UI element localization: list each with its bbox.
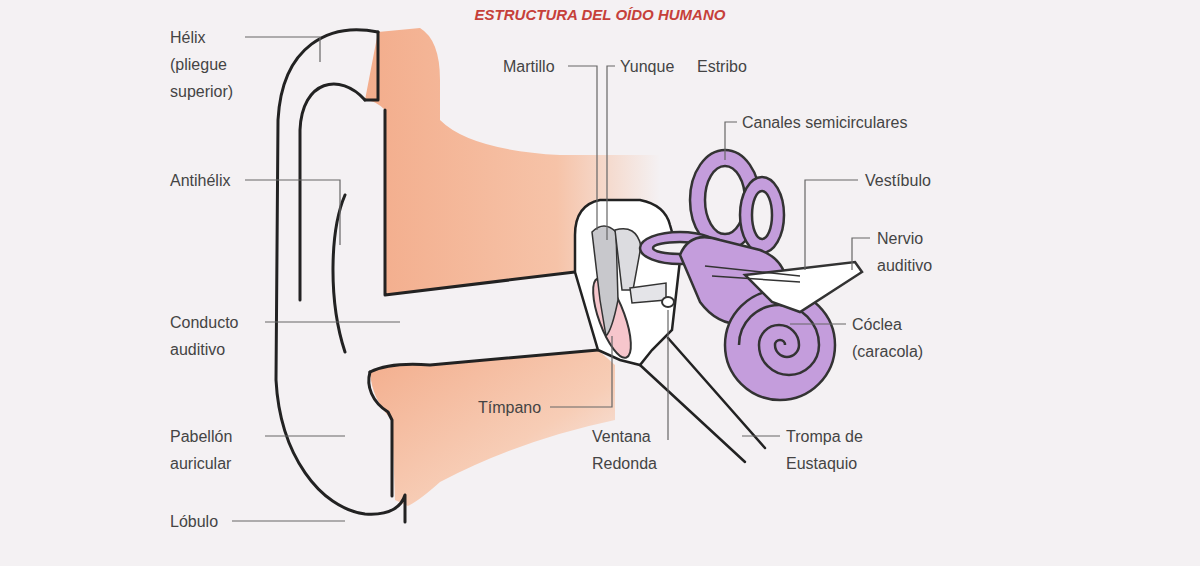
diagram-title: ESTRUCTURA DEL OÍDO HUMANO — [0, 6, 1200, 23]
part-label: Tímpano — [478, 394, 541, 421]
part-label: Trompa de Eustaquio — [786, 423, 890, 477]
part-label: Pabellón auricular — [170, 423, 262, 477]
part-label: Vestíbulo — [865, 167, 931, 194]
part-label: Estribo — [697, 53, 747, 80]
part-label: Yunque — [620, 53, 674, 80]
part-label: Antihélix — [170, 167, 230, 194]
part-label: Lóbulo — [170, 508, 218, 535]
part-label: Hélix (pliegue superior) — [170, 24, 248, 105]
part-label: Ventana Redonda — [592, 423, 666, 477]
part-label: Martillo — [503, 53, 555, 80]
part-label: Cóclea (caracola) — [852, 311, 940, 365]
part-label: Nervio auditivo — [877, 225, 959, 279]
part-label: Conducto auditivo — [170, 309, 262, 363]
part-label: Canales semicirculares — [742, 109, 907, 136]
